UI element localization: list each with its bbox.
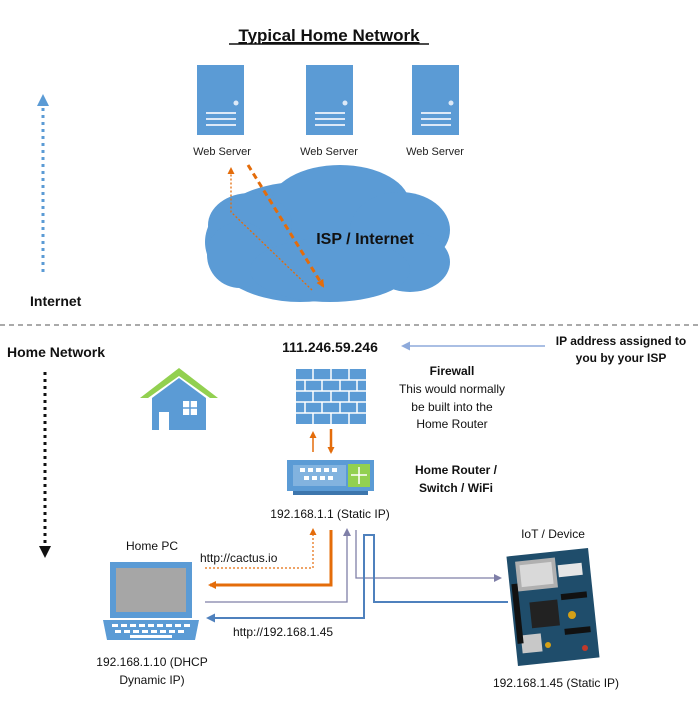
router-label-line-2: Switch / WiFi [419, 481, 493, 495]
web-server-icon [412, 65, 459, 135]
device-to-pc-line [206, 534, 508, 623]
router-to-device-line [355, 530, 502, 582]
cactus-response-line [208, 530, 333, 589]
home-pc-label: Home PC [126, 539, 178, 553]
firewall-note-line-1: This would normally [399, 382, 505, 396]
web-server-icon [306, 65, 353, 135]
cloud-icon [205, 165, 450, 302]
isp-note-line-1: IP address assigned to [556, 334, 687, 348]
diagram-title: Typical Home Network [238, 26, 420, 45]
public-ip-label: 111.246.59.246 [282, 339, 378, 355]
house-icon [140, 368, 218, 430]
iot-board-icon [506, 548, 600, 666]
web-server-label: Web Server [300, 146, 358, 158]
firewall-icon [296, 369, 366, 424]
iot-device-ip-label: 192.168.1.45 (Static IP) [493, 676, 619, 690]
local-link-label: http://192.168.1.45 [233, 625, 333, 639]
home-pc-ip-line-1: 192.168.1.10 (DHCP [96, 655, 207, 669]
router-icon [287, 460, 374, 495]
router-label-line-1: Home Router / [415, 463, 498, 477]
web-server-icon [197, 65, 244, 135]
isp-note-line-2: you by your ISP [576, 351, 667, 365]
firewall-title: Firewall [430, 364, 475, 378]
internet-request-arrow [246, 164, 325, 288]
internet-label: Internet [30, 293, 82, 309]
local-request-line [205, 528, 351, 603]
home-pc-icon [103, 562, 199, 640]
firewall-note-line-2: be built into the [411, 400, 493, 414]
cloud-label: ISP / Internet [316, 231, 414, 248]
web-server-label: Web Server [406, 146, 464, 158]
home-pc-ip-line-2: Dynamic IP) [119, 673, 184, 687]
firewall-note-line-3: Home Router [416, 417, 487, 431]
cactus-link-label: http://cactus.io [200, 551, 278, 565]
web-server-label: Web Server [193, 146, 251, 158]
home-network-label: Home Network [7, 344, 105, 360]
cactus-request-dotted-line [205, 528, 317, 569]
iot-device-label: IoT / Device [521, 527, 585, 541]
router-ip-label: 192.168.1.1 (Static IP) [270, 507, 389, 521]
internet-response-arrow [227, 167, 313, 291]
